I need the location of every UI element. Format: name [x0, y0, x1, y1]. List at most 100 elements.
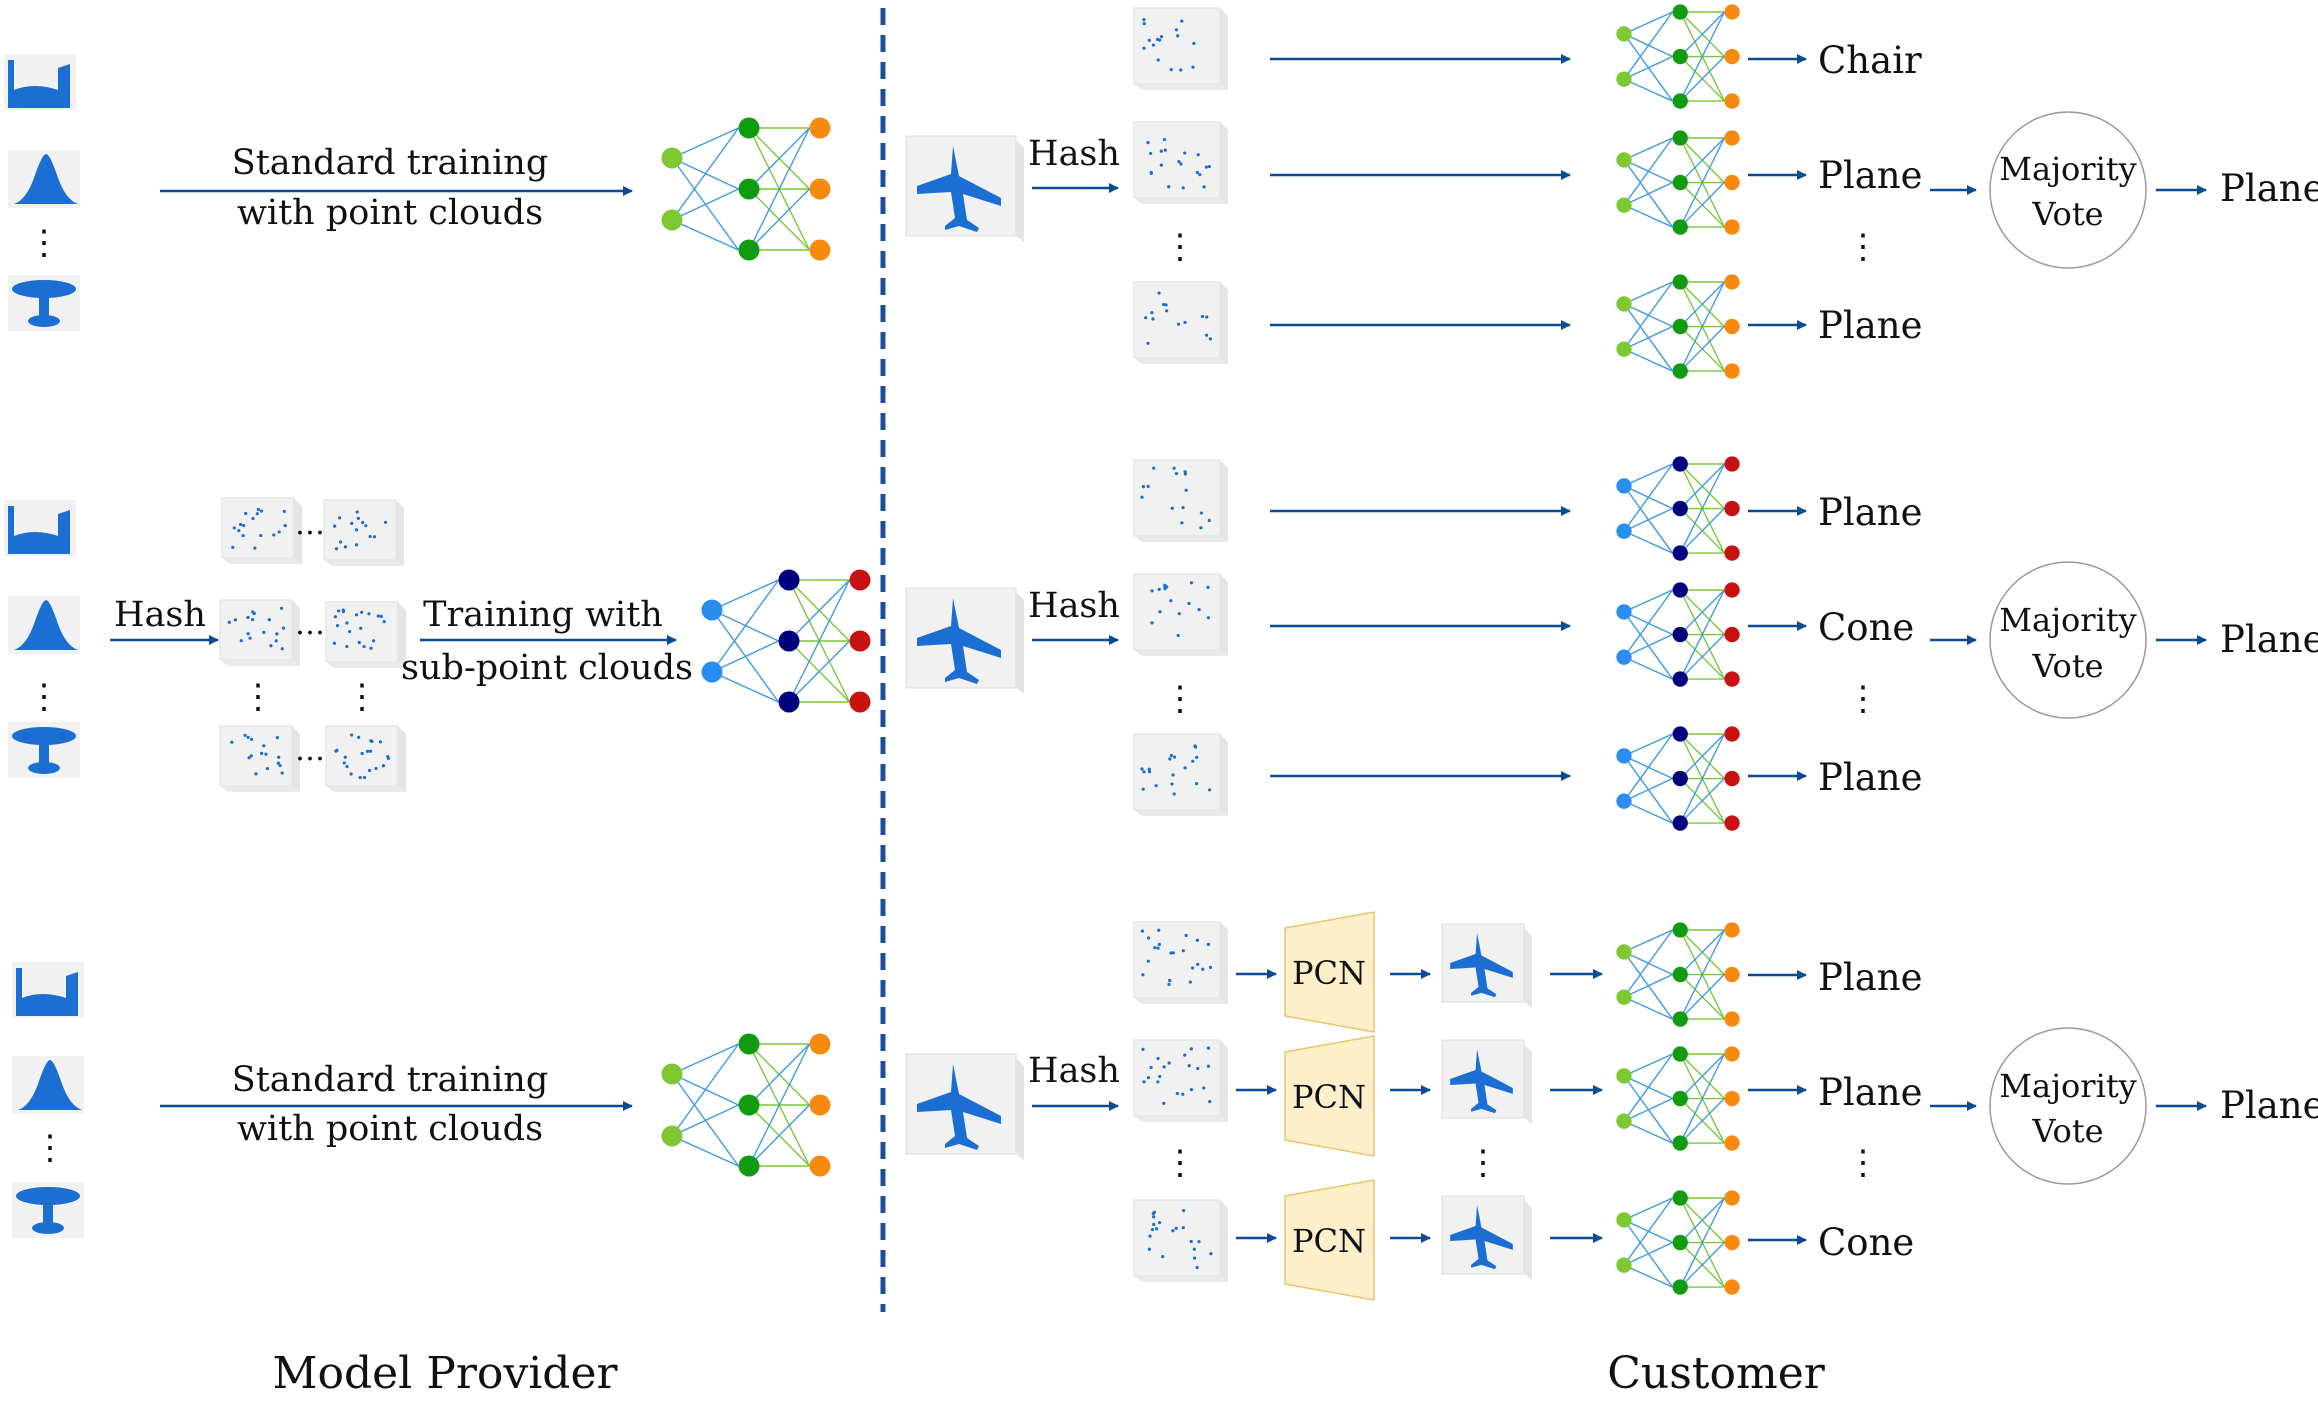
row1-training-label-line1: Standard training: [232, 143, 549, 183]
row3-provider-network: [661, 1033, 831, 1177]
row1-majority-vote-circle: [1989, 111, 2147, 269]
row3-vote-line1: Majority: [1999, 1067, 2137, 1105]
row3-ellipsis-preds: ⋮: [1846, 1143, 1880, 1183]
row1-test-airplane-icon: [905, 135, 1024, 242]
row2-prediction-2: Cone: [1818, 606, 1914, 649]
row2-subcloud-4: [325, 601, 406, 668]
row3-pcn-1: PCN: [1284, 911, 1375, 1033]
row2-hash-left-label: Hash: [114, 595, 206, 635]
row2-hashed-subcloud-2: [1133, 573, 1228, 656]
row3-table-icon: [12, 1182, 84, 1238]
row3-ellipsis-subclouds: ⋮: [1163, 1143, 1197, 1183]
row1-prediction-2: Plane: [1818, 154, 1923, 197]
row2-subcloud-3: [219, 599, 300, 666]
row3-hashed-subcloud-1: [1133, 921, 1228, 1004]
row3-customer-network-1: [1616, 922, 1740, 1027]
row3-hashed-subcloud-3: [1133, 1199, 1228, 1282]
row-2: Hash Training with sub-point clouds Hash…: [27, 491, 2318, 799]
row3-customer-network-3: [1616, 1190, 1740, 1295]
row2-training-label-line1: Training with: [423, 595, 663, 635]
row2-majority-vote-circle: [1989, 561, 2147, 719]
row2-prediction-3: Plane: [1818, 756, 1923, 799]
row1-customer-network-3: [1616, 274, 1740, 379]
row2-ellipsis-grid-row3: …: [295, 733, 325, 768]
row1-customer-network-2: [1616, 130, 1740, 235]
row1-table-icon: [8, 275, 80, 331]
row3-pcn-2: PCN: [1284, 1035, 1375, 1157]
row2-subcloud-6: [325, 725, 406, 792]
row-3: Standard training with point clouds Hash…: [33, 956, 2318, 1264]
row2-ellipsis-grid-row1: …: [295, 507, 325, 542]
row2-subcloud-2: [323, 499, 404, 566]
row1-provider-network: [661, 117, 831, 261]
row2-customer-network-1: [1616, 456, 1740, 561]
row2-vote-line2: Vote: [2031, 647, 2103, 685]
row1-vote-line2: Vote: [2031, 195, 2103, 233]
row1-customer-network-1: [1616, 4, 1740, 109]
row2-test-airplane-icon: [905, 587, 1024, 694]
row1-prediction-1: Chair: [1818, 39, 1922, 82]
pcn-label: PCN: [1292, 954, 1366, 992]
row3-vote-line2: Vote: [2031, 1112, 2103, 1150]
row3-bed-icon: [12, 962, 84, 1018]
row1-hash-label: Hash: [1028, 134, 1120, 174]
row2-ellipsis-grid-col2: ⋮: [345, 677, 379, 717]
row3-majority-vote-circle: [1989, 1027, 2147, 1185]
row2-hashed-subcloud-3: [1133, 733, 1228, 816]
row2-ellipsis-shapes: ⋮: [27, 677, 61, 717]
row2-customer-network-3: [1616, 726, 1740, 831]
row1-vote-line1: Majority: [1999, 150, 2137, 188]
pcn-label: PCN: [1292, 1222, 1366, 1260]
row3-pcn-3: PCN: [1284, 1179, 1375, 1301]
row3-ellipsis-completed: ⋮: [1466, 1143, 1500, 1183]
row1-cone-icon: [8, 150, 80, 208]
row3-training-label-line2: with point clouds: [237, 1109, 543, 1149]
row3-final-prediction: Plane: [2220, 1084, 2318, 1127]
row3-completed-airplane-3: [1441, 1195, 1532, 1280]
row1-bed-icon: [4, 54, 76, 110]
row2-subcloud-1: [221, 497, 302, 564]
row1-prediction-3: Plane: [1818, 304, 1923, 347]
caption-model-provider: Model Provider: [272, 1348, 618, 1399]
row3-hashed-subcloud-2: [1133, 1039, 1228, 1122]
row3-test-airplane-icon: [905, 1053, 1024, 1160]
row2-prediction-1: Plane: [1818, 491, 1923, 534]
row1-ellipsis-subclouds: ⋮: [1163, 227, 1197, 267]
row3-ellipsis-shapes: ⋮: [33, 1128, 67, 1168]
row1-hashed-subcloud-3: [1133, 281, 1228, 364]
row2-hash-label: Hash: [1028, 586, 1120, 626]
row2-ellipsis-subclouds: ⋮: [1163, 679, 1197, 719]
row2-subcloud-5: [219, 725, 300, 792]
pcn-label: PCN: [1292, 1078, 1366, 1116]
row2-hashed-subcloud-1: [1133, 459, 1228, 542]
row2-ellipsis-grid-col1: ⋮: [241, 677, 275, 717]
row1-ellipsis-preds: ⋮: [1846, 227, 1880, 267]
row1-hashed-subcloud-1: [1133, 7, 1228, 90]
row2-training-label-line2: sub-point clouds: [401, 648, 693, 688]
row3-customer-network-2: [1616, 1046, 1740, 1151]
row2-ellipsis-grid-row2: …: [295, 607, 325, 642]
row2-final-prediction: Plane: [2220, 618, 2318, 661]
row1-final-prediction: Plane: [2220, 167, 2318, 210]
row3-completed-airplane-1: [1441, 923, 1532, 1008]
row1-training-label-line2: with point clouds: [237, 193, 543, 233]
row2-cone-icon: [8, 596, 80, 654]
row2-bed-icon: [4, 500, 76, 556]
row3-completed-airplane-2: [1441, 1039, 1532, 1124]
row-1: Standard training with point clouds Hash…: [27, 39, 2318, 347]
row3-prediction-2: Plane: [1818, 1071, 1923, 1114]
row1-hashed-subcloud-2: [1133, 121, 1228, 204]
row2-customer-network-2: [1616, 582, 1740, 687]
row2-ellipsis-preds: ⋮: [1846, 679, 1880, 719]
row2-table-icon: [8, 722, 80, 778]
row1-ellipsis-shapes: ⋮: [27, 223, 61, 263]
row3-prediction-3: Cone: [1818, 1221, 1914, 1264]
row2-vote-line1: Majority: [1999, 601, 2137, 639]
row2-provider-network: [701, 569, 871, 713]
caption-customer: Customer: [1607, 1348, 1826, 1399]
row3-cone-icon: [12, 1056, 84, 1114]
row3-training-label-line1: Standard training: [232, 1060, 549, 1100]
row3-prediction-1: Plane: [1818, 956, 1923, 999]
row3-hash-label: Hash: [1028, 1051, 1120, 1091]
